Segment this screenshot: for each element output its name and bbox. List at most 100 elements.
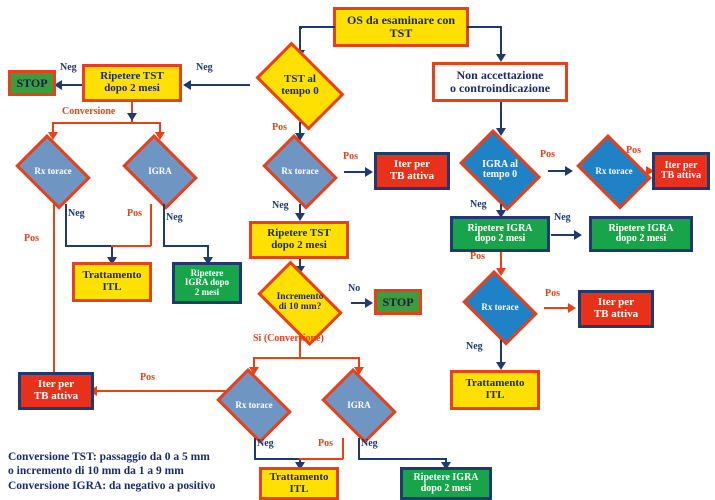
line-to-iter-left <box>96 390 226 392</box>
arrow-rxright1-pos <box>646 166 654 176</box>
node-ripetere-igra-mid-2: Ripetere IGRA dopo 2 mesi <box>400 467 492 500</box>
node-igra-left-1-label: IGRA <box>148 166 172 177</box>
arrow-nonaccett-down <box>496 128 506 136</box>
arrow-conversione-right <box>155 132 165 140</box>
edge-label-neg-igraleft: Neg <box>166 212 183 223</box>
line-ripigra-r1-neg <box>551 234 575 236</box>
line-start-bus-left <box>299 26 335 28</box>
edge-label-conversione: Conversione <box>62 106 116 117</box>
node-rx-mid-2: Rx torace <box>210 368 298 444</box>
arrow-rxmid-pos <box>365 167 373 177</box>
arrow-rxmid-neg <box>295 213 305 221</box>
arrow-tst-pos <box>295 133 305 141</box>
node-igra-mid-2: IGRA <box>315 368 403 444</box>
node-non-accettazione: Non accettazione o controindicazione <box>432 62 568 102</box>
line-start-to-nonaccett <box>500 26 502 56</box>
node-incremento: Incremento di 10 mm? <box>248 260 352 346</box>
line-igramid2-pos-v <box>342 438 344 459</box>
node-ripetere-tst-2: Ripetere TST dopo 2 mesi <box>249 221 349 259</box>
node-rx-right-2: Rx torace <box>456 270 544 346</box>
line-to-ripigra-left <box>207 245 209 262</box>
line-incremento-no <box>351 302 366 304</box>
node-igra-mid-2-label: IGRA <box>347 400 371 411</box>
line-igraleft-neg-h <box>163 245 208 247</box>
edge-label-pos-igra-t0: Pos <box>540 149 555 160</box>
node-stop-2: STOP <box>374 289 422 315</box>
node-iter-tb-right-2: Iter per TB attiva <box>578 290 654 328</box>
line-si-right <box>358 357 360 371</box>
node-ripetere-tst-1: Ripetere TST dopo 2 mesi <box>82 64 182 102</box>
arrow-si-right <box>354 367 364 375</box>
arrow-igrat0-pos <box>565 166 573 176</box>
line-rxleft-pos <box>53 204 55 390</box>
line-rxleft-neg-h <box>65 245 112 247</box>
node-trattamento-itl-2: Trattamento ITL <box>259 467 339 500</box>
edge-label-pos-rxmid: Pos <box>343 151 358 162</box>
edge-label-pos-rxright1: Pos <box>626 145 641 156</box>
arrow-to-tratt1 <box>107 257 117 265</box>
line-igramid2-neg-h <box>358 458 446 460</box>
node-rx-left-1: Rx torace <box>9 134 97 210</box>
line-to-stop1 <box>60 84 82 86</box>
node-igra-t0-label: IGRA al tempo 0 <box>482 158 518 180</box>
edge-label-pos-rxright2: Pos <box>545 288 560 299</box>
line-si-bus <box>253 357 360 359</box>
edge-label-pos-rip-igra-r1: Pos <box>470 251 485 262</box>
arrow-conversione-down <box>127 113 137 121</box>
line-start-bus-right <box>467 26 502 28</box>
edge-label-pos-igraleft: Pos <box>127 208 142 219</box>
line-igramid2-pos-h <box>299 458 343 460</box>
line-rxright2-neg <box>500 340 502 368</box>
arrow-incremento-no <box>365 298 373 308</box>
node-trattamento-itl-1: Trattamento ITL <box>72 262 152 302</box>
arrow-conversione-left <box>48 132 58 140</box>
line-igrat0-pos <box>548 170 566 172</box>
line-conversione-right <box>159 122 161 136</box>
edge-label-neg-rxmid: Neg <box>272 200 289 211</box>
line-igraleft-pos-v <box>150 204 152 246</box>
arrow-to-stop1 <box>54 80 62 90</box>
node-rx-mid-2-label: Rx torace <box>235 400 273 411</box>
line-ripetere-tst2-down <box>299 259 301 271</box>
line-rxleft-neg-v <box>65 204 67 246</box>
node-rx-mid-1: Rx torace <box>256 134 344 210</box>
edge-label-pos-igramid2: Pos <box>318 438 333 449</box>
edge-label-neg-igramid2: Neg <box>361 438 378 449</box>
line-si-down <box>299 336 301 358</box>
node-iter-tb-left: Iter per TB attiva <box>18 372 94 410</box>
line-rxmid-pos <box>344 171 366 173</box>
edge-label-neg-1: Neg <box>196 62 213 73</box>
node-stop-1: STOP <box>8 70 56 96</box>
line-ripigra-r1-pos <box>500 252 502 274</box>
arrow-tst-neg <box>183 80 191 90</box>
arrow-si-left <box>249 367 259 375</box>
arrow-rxright2-pos <box>568 303 576 313</box>
arrow-igrat0-neg <box>496 210 506 218</box>
line-rxmid-neg <box>299 204 301 220</box>
edge-label-pos-tst: Pos <box>272 122 287 133</box>
line-igraleft-pos-h <box>111 245 151 247</box>
node-rx-right-1-label: Rx torace <box>595 166 633 177</box>
edge-label-pos-bottom-left: Pos <box>140 372 155 383</box>
arrow-ripigra-r1-pos <box>496 268 506 276</box>
node-tst-t0-label: TST al tempo 0 <box>281 73 319 97</box>
edge-label-neg-rxmid2: Neg <box>257 438 274 449</box>
node-rx-mid-1-label: Rx torace <box>281 166 319 177</box>
arrow-to-ripigra-left <box>203 257 213 265</box>
node-trattamento-itl-right: Trattamento ITL <box>450 370 540 410</box>
edge-label-neg-rxright2: Neg <box>466 341 483 352</box>
node-ripetere-igra-right-1: Ripetere IGRA dopo 2 mesi <box>450 216 550 252</box>
edge-label-neg-rxleft: Neg <box>68 208 85 219</box>
edge-label-neg-rip-igra-r1: Neg <box>554 212 571 223</box>
node-rx-left-1-label: Rx torace <box>34 166 72 177</box>
line-start-down <box>300 27 302 29</box>
line-rxmid2-neg-v <box>254 438 256 459</box>
node-rx-right-1: Rx torace <box>570 134 658 210</box>
edge-label-neg-stop1: Neg <box>60 62 77 73</box>
line-tst-neg <box>190 84 250 86</box>
node-igra-left-1: IGRA <box>116 134 204 210</box>
line-si-left <box>253 357 255 371</box>
node-tst-t0: TST al tempo 0 <box>247 41 353 131</box>
edge-label-pos-left-long: Pos <box>24 233 39 244</box>
